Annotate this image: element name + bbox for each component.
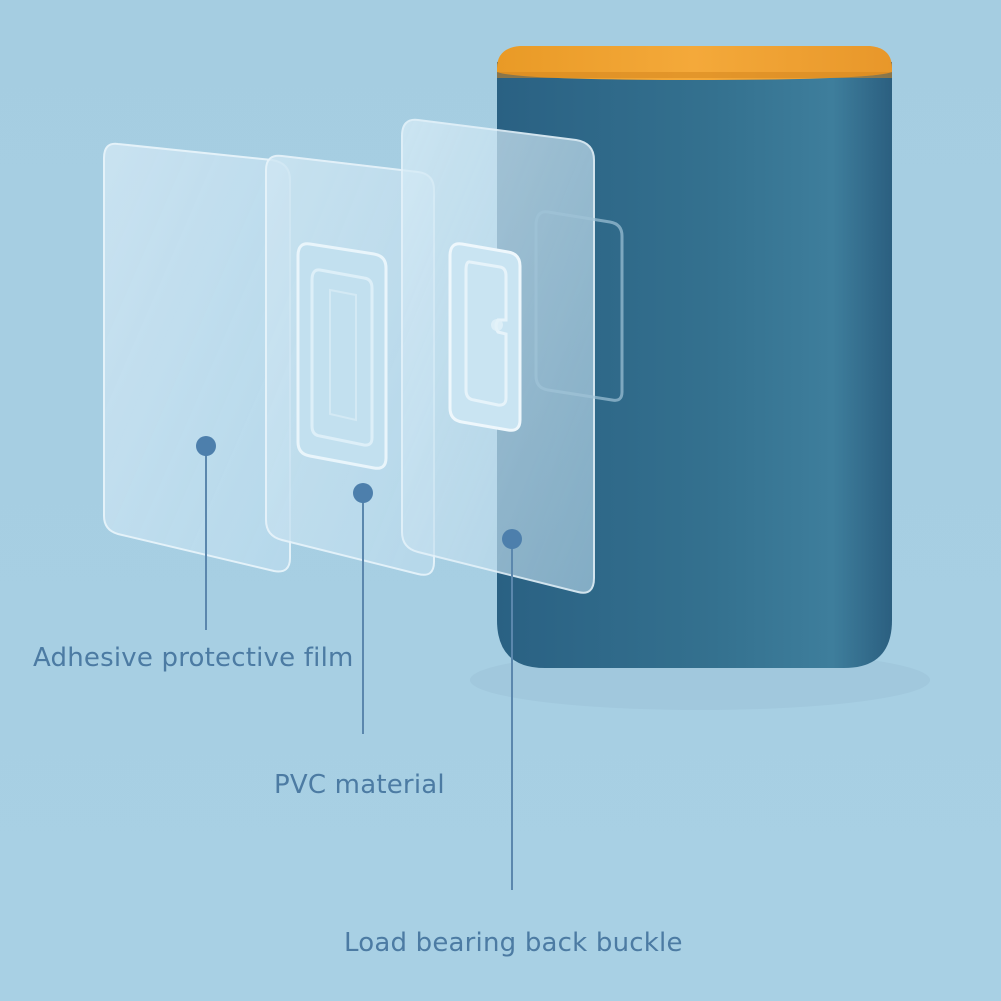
pvc-material-pad [265, 154, 435, 576]
adhesive-film-label: Adhesive protective film [33, 643, 354, 673]
pvc-material-label: PVC material [274, 770, 445, 800]
callout-dot-pvc [353, 483, 373, 503]
back-buckle-label: Load bearing back buckle [344, 928, 683, 958]
container-body [497, 62, 892, 668]
buckle-icon [296, 242, 388, 470]
buckle-icon [448, 242, 522, 432]
adhesive-film-pad [103, 142, 291, 573]
back-buckle-pad [401, 118, 624, 594]
container [497, 46, 892, 668]
container-lid-edge [497, 72, 892, 78]
callout-dot-buckle [502, 529, 522, 549]
wall-mount-outline [534, 210, 624, 402]
container-lid [497, 46, 892, 80]
callouts [196, 436, 522, 890]
callout-dot-film [196, 436, 216, 456]
